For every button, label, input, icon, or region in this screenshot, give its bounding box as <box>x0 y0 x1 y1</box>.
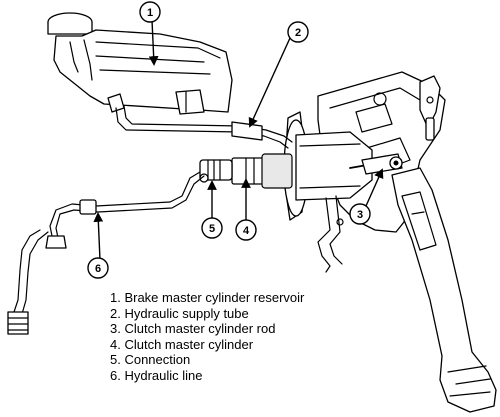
callout-4: 4 <box>235 219 257 241</box>
callout-2: 2 <box>287 21 309 43</box>
legend-item-2: 2. Hydraulic supply tube <box>110 305 249 321</box>
legend-item-4: 4. Clutch master cylinder <box>110 336 254 352</box>
clutch-pedal <box>391 167 497 413</box>
connection-fitting <box>199 159 233 183</box>
callout-6: 6 <box>87 257 109 279</box>
legend-item-3: 3. Clutch master cylinder rod <box>110 321 276 337</box>
legend-item-1: 1. Brake master cylinder reservoir <box>110 290 305 305</box>
callout-leaders <box>93 19 384 261</box>
callout-1: 1 <box>139 1 161 23</box>
callout-4-label: 4 <box>243 225 250 237</box>
callout-1-label: 1 <box>147 7 153 19</box>
callout-2-label: 2 <box>295 27 301 39</box>
callout-3: 3 <box>349 203 371 225</box>
legend-item-6: 6. Hydraulic line <box>110 367 203 383</box>
parts-legend: 1. Brake master cylinder reservoir 2. Hy… <box>110 290 304 384</box>
hydraulic-line <box>7 171 205 335</box>
clutch-master-cylinder <box>231 153 293 189</box>
callout-6-label: 6 <box>95 263 101 275</box>
clutch-master-cylinder-rod <box>349 153 403 175</box>
brake-reservoir <box>47 12 233 115</box>
callout-5-label: 5 <box>209 223 215 235</box>
callout-3-label: 3 <box>357 209 363 221</box>
callout-5: 5 <box>201 217 223 239</box>
legend-item-5: 5. Connection <box>110 352 191 368</box>
